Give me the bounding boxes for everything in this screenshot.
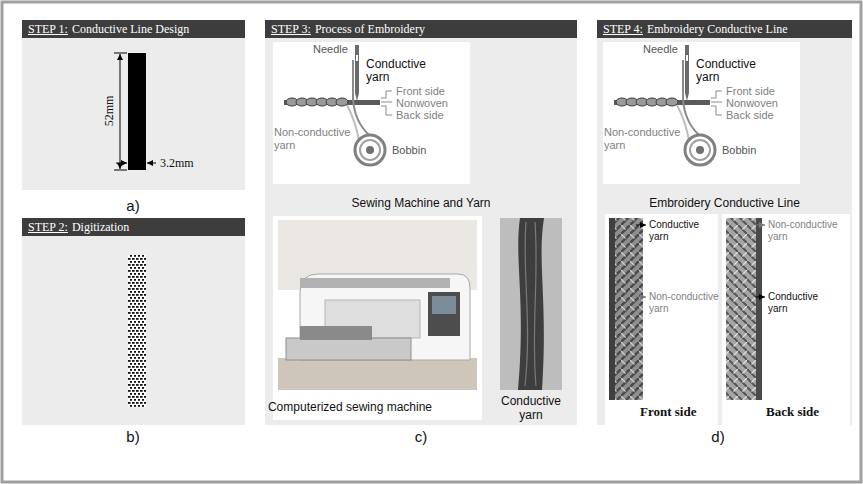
- section-band: Sewing Machine and Yarn: [265, 193, 577, 213]
- part-label: Needle: [313, 43, 348, 56]
- sewing-machine-photo: [273, 216, 482, 420]
- panel-header: STEP 3: Process of Embroidery: [265, 20, 577, 38]
- embroidery-illustration: [381, 91, 392, 115]
- sewing-machine-photo: [278, 220, 477, 290]
- part-label: Back side: [396, 109, 444, 122]
- panel-header: STEP 1: Conductive Line Design: [22, 20, 245, 38]
- front-side-photo: [609, 218, 615, 400]
- step-title: Embroidery Conductive Line: [647, 22, 788, 36]
- figure-caption: b): [126, 428, 139, 446]
- step-number: STEP 3:: [271, 22, 311, 36]
- photo-caption: Computerized sewing machine: [268, 400, 432, 414]
- front-side-photo: [609, 218, 643, 400]
- part-label: Bobbin: [722, 144, 756, 157]
- sewing-machine-photo: [273, 216, 482, 420]
- step-title: Conductive Line Design: [72, 22, 189, 36]
- figure-caption: a): [126, 197, 139, 215]
- embroidery-illustration: [273, 42, 470, 184]
- conductive-line-design: [128, 53, 146, 170]
- step-panel: STEP 1: Conductive Line Design: [22, 20, 245, 190]
- part-label: Back side: [726, 109, 774, 122]
- panel-ground: [22, 218, 245, 425]
- embroidery-illustration: [603, 42, 800, 184]
- step-number: STEP 1:: [28, 22, 68, 36]
- step-panel: STEP 3: Process of EmbroiderySewing Machi…: [265, 20, 577, 425]
- part-label: Conductive yarn: [768, 291, 828, 315]
- conductive-line-design: [114, 53, 156, 170]
- step-title: Digitization: [72, 220, 129, 234]
- figure-caption: c): [415, 428, 428, 446]
- conductive-yarn-photo: [500, 218, 562, 390]
- embroidery-illustration: [356, 55, 358, 61]
- section-band: Embroidery Conductive Line: [597, 193, 852, 213]
- part-label: Non-conductive yarn: [274, 126, 354, 152]
- panel-ground: [22, 20, 245, 190]
- sewing-machine-photo: [286, 338, 411, 360]
- sewing-machine-photo: [300, 278, 450, 288]
- digitized-stitch-line: [128, 255, 146, 407]
- step-number: STEP 2:: [28, 220, 68, 234]
- embroidery-illustration: [355, 93, 359, 101]
- sewing-machine-photo: [300, 326, 372, 340]
- part-label: Bobbin: [392, 144, 426, 157]
- back-side-photo: [755, 225, 765, 226]
- back-side-photo: [726, 218, 762, 400]
- part-label: Conductive yarn: [649, 219, 709, 243]
- panel-header: STEP 2: Digitization: [22, 218, 245, 236]
- panel-ground: [265, 20, 577, 425]
- embroidery-illustration: [360, 140, 380, 160]
- digitized-stitch-line: [128, 255, 146, 407]
- embroidery-illustration: [355, 45, 359, 93]
- part-label: Non-conductive yarn: [649, 291, 721, 315]
- conductive-yarn-photo: [525, 222, 536, 386]
- back-side-photo: [755, 297, 765, 298]
- conductive-yarn-photo: [518, 218, 544, 390]
- dimension-label: 52mm: [102, 96, 116, 127]
- sewing-machine-photo: [278, 358, 477, 390]
- step-title: Process of Embroidery: [315, 22, 425, 36]
- part-label: Nonwoven: [726, 97, 778, 110]
- sewing-machine-photo: [428, 292, 460, 336]
- part-label: Non-conductive yarn: [604, 126, 684, 152]
- embroidery-illustration: [366, 146, 374, 154]
- section-title: Embroidery Conductive Line: [649, 196, 800, 210]
- step-panel: STEP 2: Digitization: [22, 218, 245, 425]
- photo-caption: Back side: [766, 404, 819, 419]
- part-label: Front side: [396, 85, 445, 98]
- step-number: STEP 4:: [603, 22, 643, 36]
- conductive-line-design: [147, 163, 156, 164]
- photo-caption: Conductive yarn: [496, 394, 566, 422]
- front-side-photo: [636, 297, 646, 298]
- figure-caption: d): [711, 428, 724, 446]
- sewing-machine-photo: [432, 296, 456, 314]
- section-title: Sewing Machine and Yarn: [352, 196, 491, 210]
- conductive-line-design: [116, 163, 127, 164]
- front-side-photo: [636, 225, 646, 226]
- part-label: Conductive yarn: [366, 58, 428, 84]
- photo-caption: Front side: [640, 404, 696, 419]
- part-label: Non-conductive yarn: [768, 219, 840, 243]
- part-label: Conductive yarn: [696, 58, 758, 84]
- part-label: Nonwoven: [396, 97, 448, 110]
- part-label: Front side: [726, 85, 775, 98]
- back-side-photo: [722, 214, 850, 425]
- back-side-photo: [722, 214, 850, 425]
- dimension-label: 3.2mm: [160, 156, 194, 170]
- conductive-line-design: [120, 54, 121, 169]
- front-side-photo: [605, 214, 718, 425]
- back-side-photo: [756, 218, 762, 400]
- part-label: Needle: [643, 43, 678, 56]
- panel-ground: [22, 20, 852, 425]
- conductive-yarn-photo: [500, 218, 562, 390]
- panel-header: STEP 4: Embroidery Conductive Line: [597, 20, 852, 38]
- embroidery-illustration: [273, 42, 470, 184]
- front-side-photo: [605, 214, 718, 425]
- embroidery-illustration: [336, 98, 348, 106]
- embroidery-illustration: [355, 135, 385, 165]
- panel-ground: [597, 20, 852, 425]
